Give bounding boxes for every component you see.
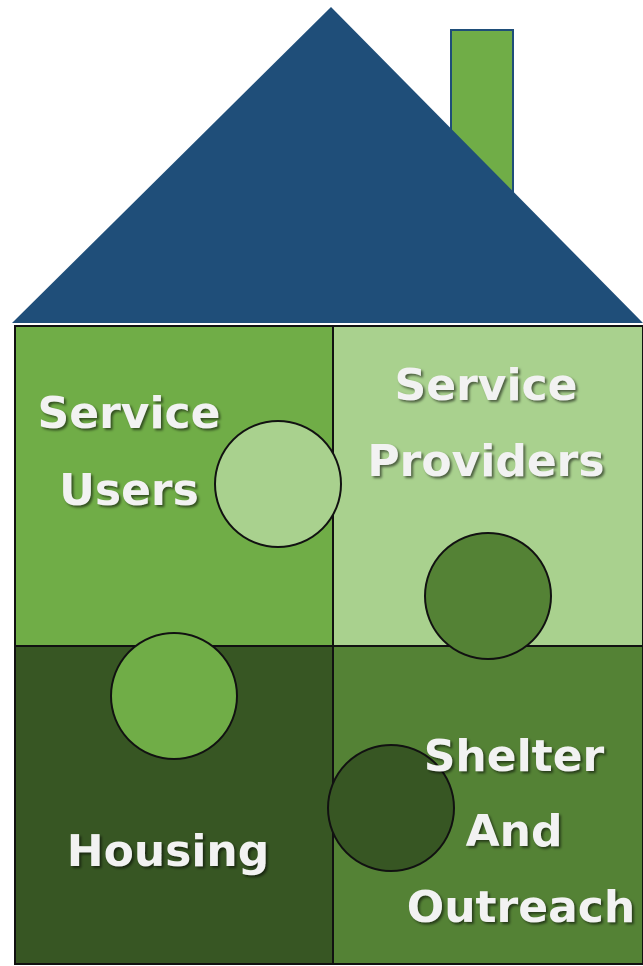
service-users-label: Service (38, 388, 221, 439)
service-users-label-line2: Users (59, 465, 199, 516)
shelter-outreach-label-line3: Outreach (407, 882, 635, 933)
shelter-outreach-label: Shelter (424, 731, 605, 782)
housing-knob (327, 744, 455, 872)
shelter-outreach-label-line2: And (466, 806, 563, 857)
service-providers-knob (214, 420, 342, 548)
housing-label: Housing (67, 826, 269, 877)
service-users-knob (110, 632, 238, 760)
service-providers-label-line2: Providers (367, 436, 604, 487)
roof (12, 7, 643, 323)
shelter-outreach-knob-top (424, 532, 552, 660)
service-providers-label: Service (395, 360, 578, 411)
